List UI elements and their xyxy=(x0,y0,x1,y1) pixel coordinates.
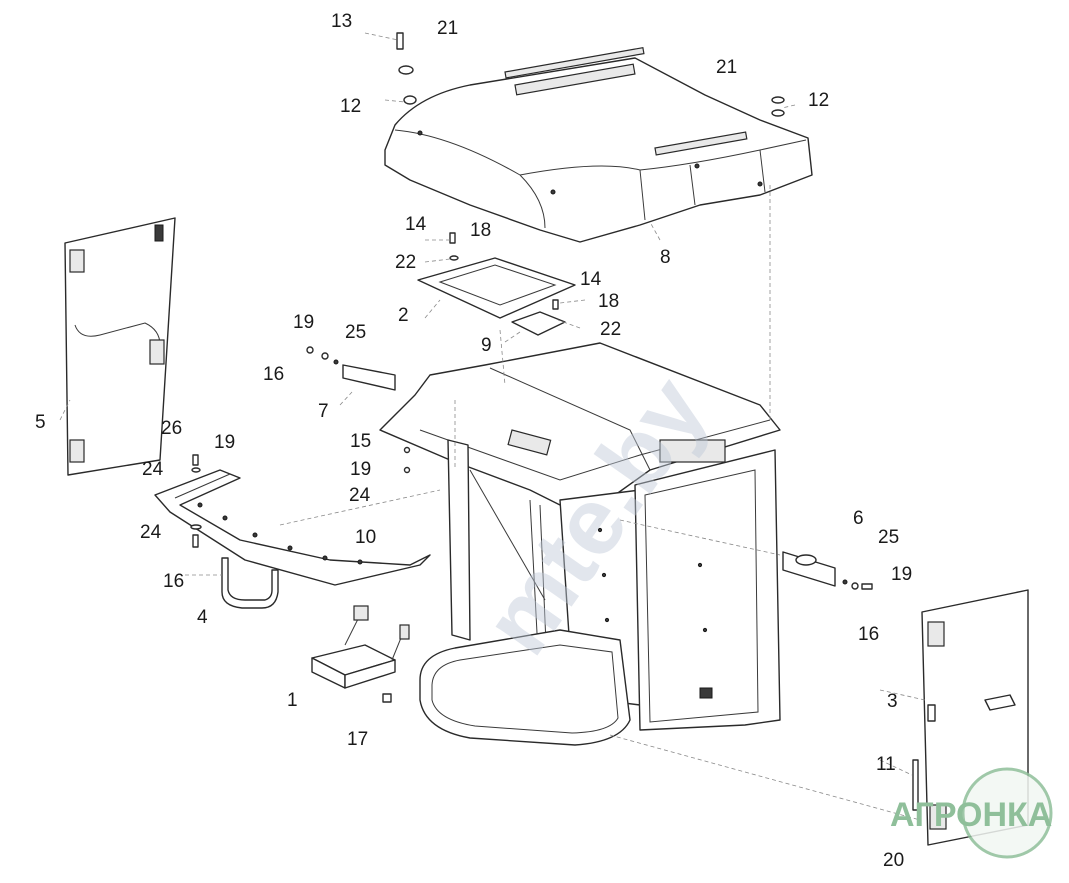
part-label: 12 xyxy=(340,96,361,117)
hatch-cover xyxy=(417,232,576,319)
part-label: 24 xyxy=(349,485,371,506)
logo: АГРОНКА xyxy=(890,767,1053,859)
part-label: 3 xyxy=(887,691,898,712)
part-label: 19 xyxy=(293,312,314,333)
part-label: 24 xyxy=(142,459,164,480)
part-label: 26 xyxy=(161,418,182,439)
handrail xyxy=(154,469,431,586)
part-label: 10 xyxy=(355,527,376,548)
part-label: 11 xyxy=(876,754,896,775)
part-label: 20 xyxy=(883,850,904,871)
part-label: 19 xyxy=(214,432,235,453)
part-label: 7 xyxy=(318,401,329,422)
part-label: 16 xyxy=(163,571,184,592)
part-label: 24 xyxy=(140,522,162,543)
part-label: 6 xyxy=(853,508,864,529)
part-label: 2 xyxy=(398,305,409,326)
left-door xyxy=(64,217,176,476)
part-label: 21 xyxy=(437,18,458,39)
part-label: 25 xyxy=(345,322,366,343)
part-label: 1 xyxy=(287,690,298,711)
part-label: 13 xyxy=(331,11,352,32)
logo-text: АГРОНКА xyxy=(890,796,1052,834)
part-label: 16 xyxy=(858,624,879,645)
part-label: 18 xyxy=(598,291,619,312)
part-label: 14 xyxy=(580,269,602,290)
roof-panel xyxy=(384,46,813,243)
part-label: 8 xyxy=(660,247,671,268)
cover-plate xyxy=(511,311,566,336)
part-label: 18 xyxy=(470,220,491,241)
part-label: 4 xyxy=(197,607,208,628)
roof-bolt-13 xyxy=(396,32,417,105)
step xyxy=(311,605,410,703)
handrail-bolts xyxy=(197,502,363,565)
grab-handle xyxy=(221,557,279,609)
leader-lines xyxy=(59,32,926,821)
part-label: 15 xyxy=(350,431,371,452)
fasteners-left xyxy=(190,446,411,548)
part-label: 5 xyxy=(35,412,46,433)
part-label: 9 xyxy=(481,335,492,356)
part-label: 19 xyxy=(891,564,912,585)
part-label: 21 xyxy=(716,57,737,78)
part-label: 16 xyxy=(263,364,284,385)
part-label: 25 xyxy=(878,527,899,548)
hinge-left xyxy=(306,346,396,391)
part-labels: 13 21 12 21 12 14 18 22 14 18 2 22 9 8 1… xyxy=(35,11,912,871)
roof-washers-12-right xyxy=(771,96,785,117)
part-label: 19 xyxy=(350,459,371,480)
part-label: 22 xyxy=(600,319,621,340)
door-pin-11 xyxy=(912,759,919,811)
part-label: 22 xyxy=(395,252,416,273)
part-label: 12 xyxy=(808,90,829,111)
hinge-right xyxy=(782,551,873,590)
part-label: 17 xyxy=(347,729,368,750)
cab-frame xyxy=(379,342,781,746)
part-label: 14 xyxy=(405,214,427,235)
